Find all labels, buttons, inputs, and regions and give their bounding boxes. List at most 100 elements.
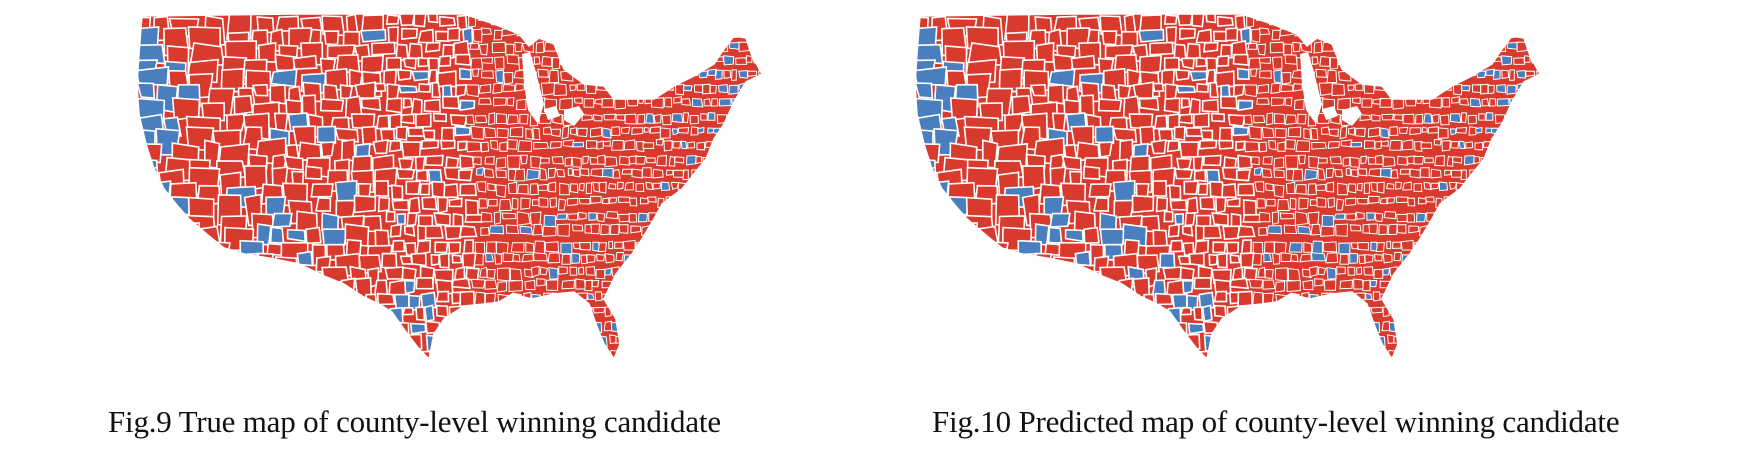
county-republican (405, 353, 420, 359)
county-republican (422, 129, 436, 141)
county-republican (1409, 43, 1421, 53)
county-republican (1368, 54, 1379, 64)
county-republican (500, 352, 510, 359)
county-democrat (1333, 213, 1346, 220)
county-republican (1449, 14, 1458, 27)
county-republican (1438, 367, 1449, 373)
county-republican (539, 266, 549, 276)
county-democrat (1436, 336, 1447, 346)
county-republican (757, 224, 762, 231)
county-democrat (1461, 84, 1471, 92)
county-republican (495, 184, 507, 198)
county-republican (1229, 277, 1250, 290)
county-republican (364, 293, 378, 314)
county-republican (1444, 320, 1452, 333)
county-republican (1441, 140, 1451, 152)
county-republican (569, 84, 577, 92)
county-republican (683, 279, 694, 288)
county-republican (610, 55, 623, 68)
county-democrat (602, 167, 614, 179)
county-republican (1250, 156, 1260, 166)
county-republican (1510, 351, 1518, 359)
county-republican (572, 306, 582, 314)
county-republican (466, 141, 482, 153)
county-republican (1386, 182, 1395, 190)
county-republican (1163, 14, 1178, 26)
county-republican (625, 336, 634, 344)
county-democrat (1273, 69, 1282, 84)
county-republican (700, 242, 710, 251)
county-republican (1473, 155, 1481, 165)
county-republican (164, 222, 201, 243)
county-republican (1271, 29, 1281, 41)
county-republican (736, 278, 744, 290)
county-republican (521, 253, 534, 263)
county-republican (1487, 14, 1497, 24)
county-republican (755, 241, 762, 250)
county-republican (644, 95, 653, 105)
county-republican (1327, 197, 1335, 208)
county-republican (1213, 304, 1227, 318)
county-republican (1476, 334, 1489, 344)
county-republican (758, 156, 762, 164)
county-republican (576, 27, 585, 37)
county-republican (287, 318, 307, 338)
county-republican (1473, 55, 1479, 67)
county-republican (1519, 240, 1533, 249)
county-republican (770, 55, 779, 62)
county-republican (755, 197, 762, 207)
county-democrat (728, 84, 739, 95)
county-republican (529, 183, 540, 196)
county-republican (1168, 184, 1182, 200)
county-republican (1098, 141, 1113, 158)
county-republican (1389, 27, 1401, 38)
county-democrat (735, 128, 744, 140)
county-republican (360, 97, 382, 112)
county-republican (1551, 98, 1560, 108)
county-republican (749, 27, 758, 35)
county-republican (698, 334, 711, 344)
county-republican (628, 212, 638, 223)
county-republican (302, 280, 323, 304)
county-republican (589, 195, 602, 204)
county-democrat (1523, 83, 1535, 92)
county-republican (1439, 114, 1450, 126)
county-democrat (1047, 226, 1063, 245)
county-republican (1390, 280, 1400, 293)
county-democrat (1423, 113, 1433, 124)
county-republican (454, 83, 468, 98)
predicted-map-caption: Fig.10 Predicted map of county-level win… (932, 404, 1620, 439)
county-republican (415, 306, 426, 321)
county-republican (615, 251, 625, 262)
county-republican (508, 279, 523, 293)
county-republican (740, 141, 748, 150)
county-republican (1524, 70, 1536, 77)
county-republican (1221, 183, 1237, 199)
county-democrat (646, 367, 652, 375)
county-republican (653, 365, 660, 372)
county-republican (648, 351, 657, 359)
county-republican (1287, 268, 1301, 282)
county-republican (517, 183, 529, 195)
county-republican (1372, 291, 1381, 302)
county-republican (361, 349, 382, 359)
county-republican (716, 167, 728, 178)
county-republican (771, 212, 778, 223)
county-democrat (766, 280, 771, 291)
county-republican (509, 126, 524, 138)
county-republican (1297, 113, 1307, 125)
county-republican (1345, 351, 1360, 359)
county-republican (688, 336, 699, 348)
county-democrat (1326, 267, 1337, 280)
county-republican (1318, 350, 1328, 359)
county-republican (1532, 351, 1540, 359)
county-democrat (137, 352, 165, 359)
county-republican (1404, 366, 1410, 374)
county-republican (1461, 279, 1472, 288)
county-republican (938, 268, 962, 289)
county-republican (1287, 321, 1303, 329)
county-republican (671, 14, 680, 27)
county-republican (770, 254, 778, 261)
county-republican (1518, 213, 1527, 221)
county-republican (1397, 267, 1408, 277)
